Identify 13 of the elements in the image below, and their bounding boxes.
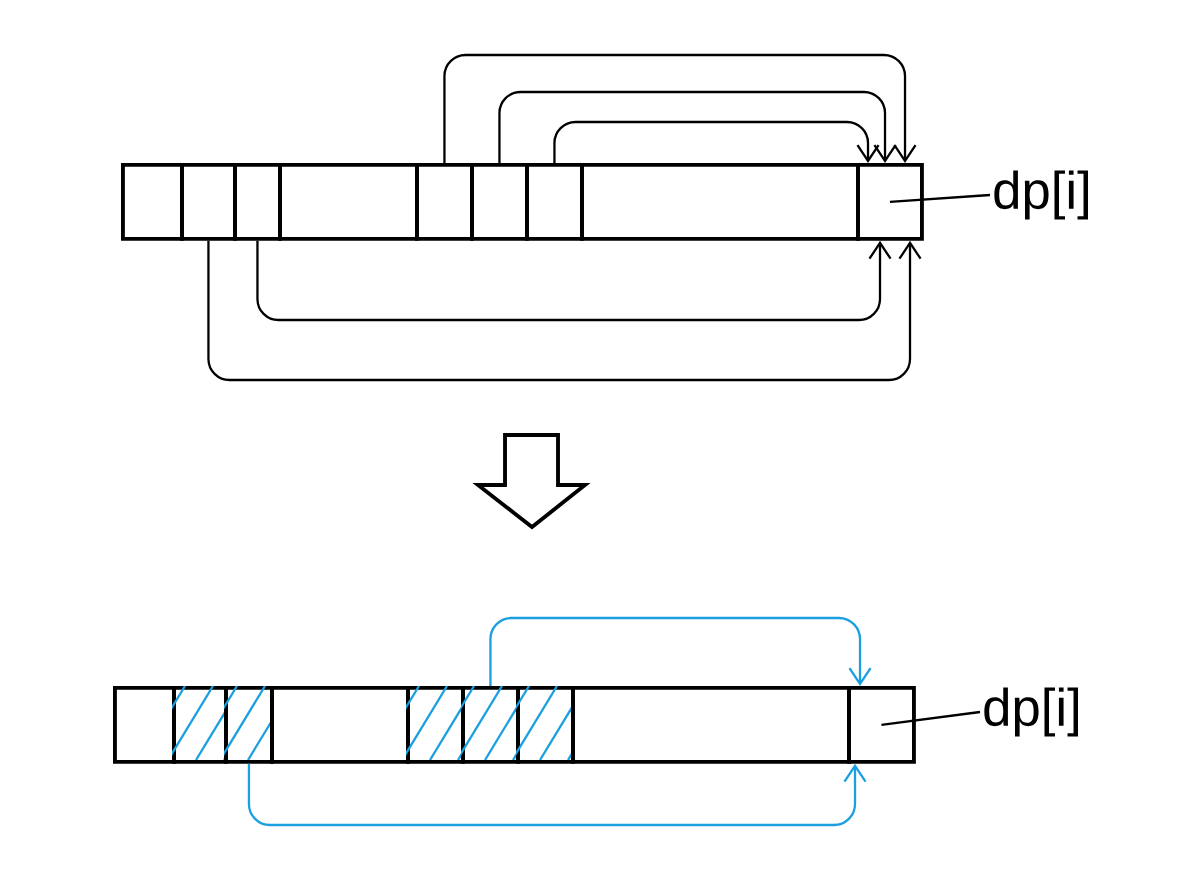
- arrow: [498, 90, 897, 163]
- arrow: [443, 53, 917, 163]
- dp-label: dp[i]: [994, 170, 1088, 220]
- arrow: [207, 240, 922, 382]
- leader-line: [889, 193, 991, 204]
- arrow: [247, 763, 867, 827]
- array-cell: [856, 163, 924, 241]
- arrow: [489, 616, 872, 686]
- leader-line: [881, 710, 981, 727]
- arrow: [256, 240, 892, 322]
- arrow: [553, 120, 880, 163]
- array-cell: [847, 686, 916, 764]
- dp-label: dp[i]: [984, 687, 1078, 737]
